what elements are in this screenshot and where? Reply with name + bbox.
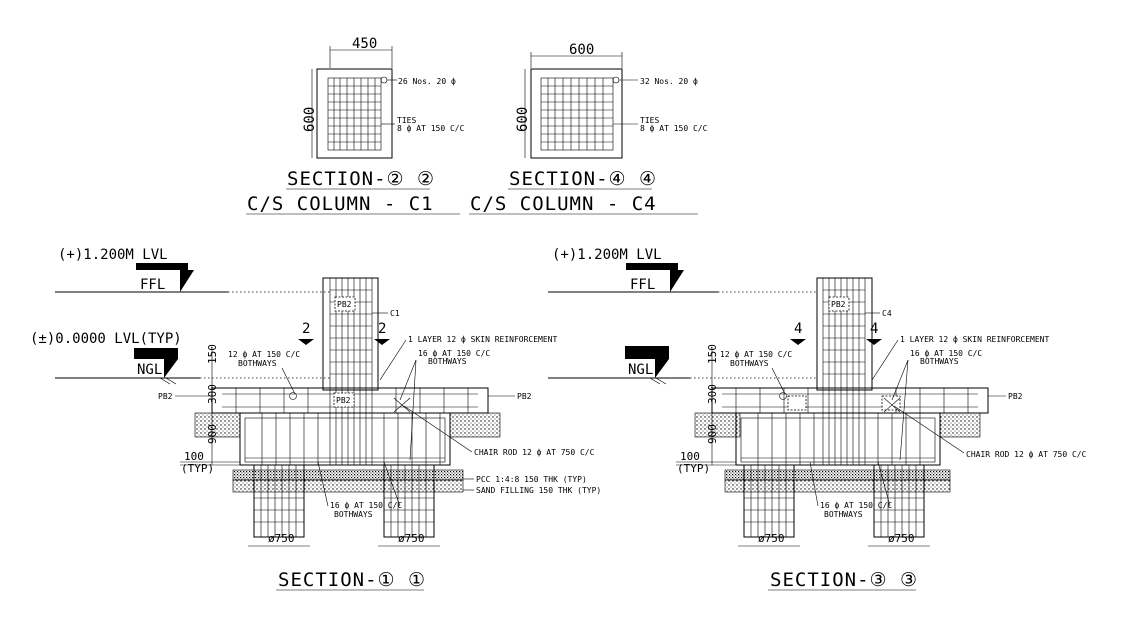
s1-bars-right-2: BOTHWAYS bbox=[428, 357, 467, 366]
cross-section-c1: 450 600 26 Nos. 20 ф TIES 8 ф AT 150 bbox=[246, 36, 465, 215]
s3-dim-150: 150 bbox=[706, 344, 719, 364]
s3-bars-right-1: 16 ф AT 150 C/C bbox=[910, 349, 982, 358]
s3-footing-bars bbox=[741, 397, 935, 465]
s3-dim-100: 100 bbox=[680, 450, 700, 463]
s1-footing-bars bbox=[245, 397, 445, 465]
s1-section-mark-left: 2 bbox=[302, 321, 310, 337]
s1-pb2-column: PB2 bbox=[337, 300, 352, 309]
s3-skin-reinf: 1 LAYER 12 ф SKIN REINFORCEMENT bbox=[900, 335, 1049, 344]
s3-dim-typ: (TYP) bbox=[677, 462, 710, 475]
s1-bars-right-1: 16 ф AT 150 C/C bbox=[418, 349, 490, 358]
c1-bars-label: 26 Nos. 20 ф bbox=[398, 77, 456, 86]
s1-bottom-bars-1: 16 ф AT 150 C/C bbox=[330, 501, 402, 510]
s3-pile-dia-right: ø750 bbox=[888, 532, 915, 545]
c4-rebar-grid bbox=[541, 76, 620, 150]
c4-column-title: C/S COLUMN - C4 bbox=[470, 193, 657, 215]
s3-bars-right-2: BOTHWAYS bbox=[920, 357, 959, 366]
c1-ties-spec: 8 ф AT 150 C/C bbox=[397, 124, 465, 133]
c1-section-title: SECTION-② ② bbox=[287, 168, 435, 190]
s3-bottom-bars-2: BOTHWAYS bbox=[824, 510, 863, 519]
c4-section-title: SECTION-④ ④ bbox=[509, 168, 657, 190]
section-1-1: (+)1.200M LVL FFL (±)0.0000 LVL(TYP) NGL… bbox=[30, 247, 601, 591]
c4-bars-label: 32 Nos. 20 ф bbox=[640, 77, 698, 86]
s1-skin-reinf: 1 LAYER 12 ф SKIN REINFORCEMENT bbox=[408, 335, 557, 344]
s3-pb2-column: PB2 bbox=[831, 300, 846, 309]
s1-title: SECTION-① ① bbox=[278, 569, 426, 591]
s1-dim-typ: (TYP) bbox=[181, 462, 214, 475]
cross-section-c4: 600 600 32 Nos. 20 ф TIES 8 ф bbox=[469, 42, 708, 215]
s1-column-tag: C1 bbox=[390, 309, 400, 318]
c1-column-title: C/S COLUMN - C1 bbox=[247, 193, 434, 215]
c4-ties-spec: 8 ф AT 150 C/C bbox=[640, 124, 708, 133]
s1-dim-150: 150 bbox=[206, 344, 219, 364]
c1-ties-label: TIES bbox=[397, 116, 416, 125]
s1-pb2-left: PB2 bbox=[158, 392, 173, 401]
s3-title: SECTION-③ ③ bbox=[770, 569, 918, 591]
c1-height-dim: 600 bbox=[302, 107, 318, 132]
c1-rebar-grid bbox=[328, 76, 388, 150]
s3-bars-left-1: 12 ф AT 150 C/C bbox=[720, 350, 792, 359]
s1-pile-dia-right: ø750 bbox=[398, 532, 425, 545]
section-3-3: (+)1.200M LVL FFL NGL 150 300 900 100 (T… bbox=[548, 247, 1087, 591]
s3-column-tag: C4 bbox=[882, 309, 892, 318]
s3-bars-left-2: BOTHWAYS bbox=[730, 359, 769, 368]
s1-pile-dia-left: ø750 bbox=[268, 532, 295, 545]
s3-chair-rod: CHAIR ROD 12 ф AT 750 C/C bbox=[966, 450, 1087, 459]
s1-pb2-cap: PB2 bbox=[336, 396, 351, 405]
s1-sand: SAND FILLING 150 THK (TYP) bbox=[476, 486, 601, 495]
s1-pile-bars bbox=[254, 465, 434, 537]
s1-chair-rod: CHAIR ROD 12 ф AT 750 C/C bbox=[474, 448, 595, 457]
s3-section-mark-left: 4 bbox=[794, 321, 802, 337]
c4-height-dim: 600 bbox=[515, 107, 531, 132]
s3-pile-bars bbox=[744, 465, 924, 537]
s1-dim-100: 100 bbox=[184, 450, 204, 463]
s1-bottom-bars-2: BOTHWAYS bbox=[334, 510, 373, 519]
s1-column-cage bbox=[329, 278, 373, 465]
s1-pcc: PCC 1:4:8 150 THK (TYP) bbox=[476, 475, 587, 484]
c4-ties-label: TIES bbox=[640, 116, 659, 125]
s3-ngl: NGL bbox=[628, 362, 653, 378]
s3-pb2-right: PB2 bbox=[1008, 392, 1023, 401]
s1-section-mark-right: 2 bbox=[378, 321, 386, 337]
c1-width-dim: 450 bbox=[352, 36, 377, 52]
s3-ffl: FFL bbox=[630, 277, 655, 293]
s3-pile-dia-left: ø750 bbox=[758, 532, 785, 545]
s3-section-mark-right: 4 bbox=[870, 321, 878, 337]
s3-bottom-bars-1: 16 ф AT 150 C/C bbox=[820, 501, 892, 510]
s1-pb2-right: PB2 bbox=[517, 392, 532, 401]
s1-bars-left-1: 12 ф AT 150 C/C bbox=[228, 350, 300, 359]
s1-level-zero: (±)0.0000 LVL(TYP) bbox=[30, 331, 182, 347]
s1-bars-left-2: BOTHWAYS bbox=[238, 359, 277, 368]
s3-level-top: (+)1.200M LVL bbox=[552, 247, 662, 263]
s1-ffl: FFL bbox=[140, 277, 165, 293]
s1-ngl: NGL bbox=[137, 362, 162, 378]
c4-width-dim: 600 bbox=[569, 42, 594, 58]
s1-level-top: (+)1.200M LVL bbox=[58, 247, 168, 263]
